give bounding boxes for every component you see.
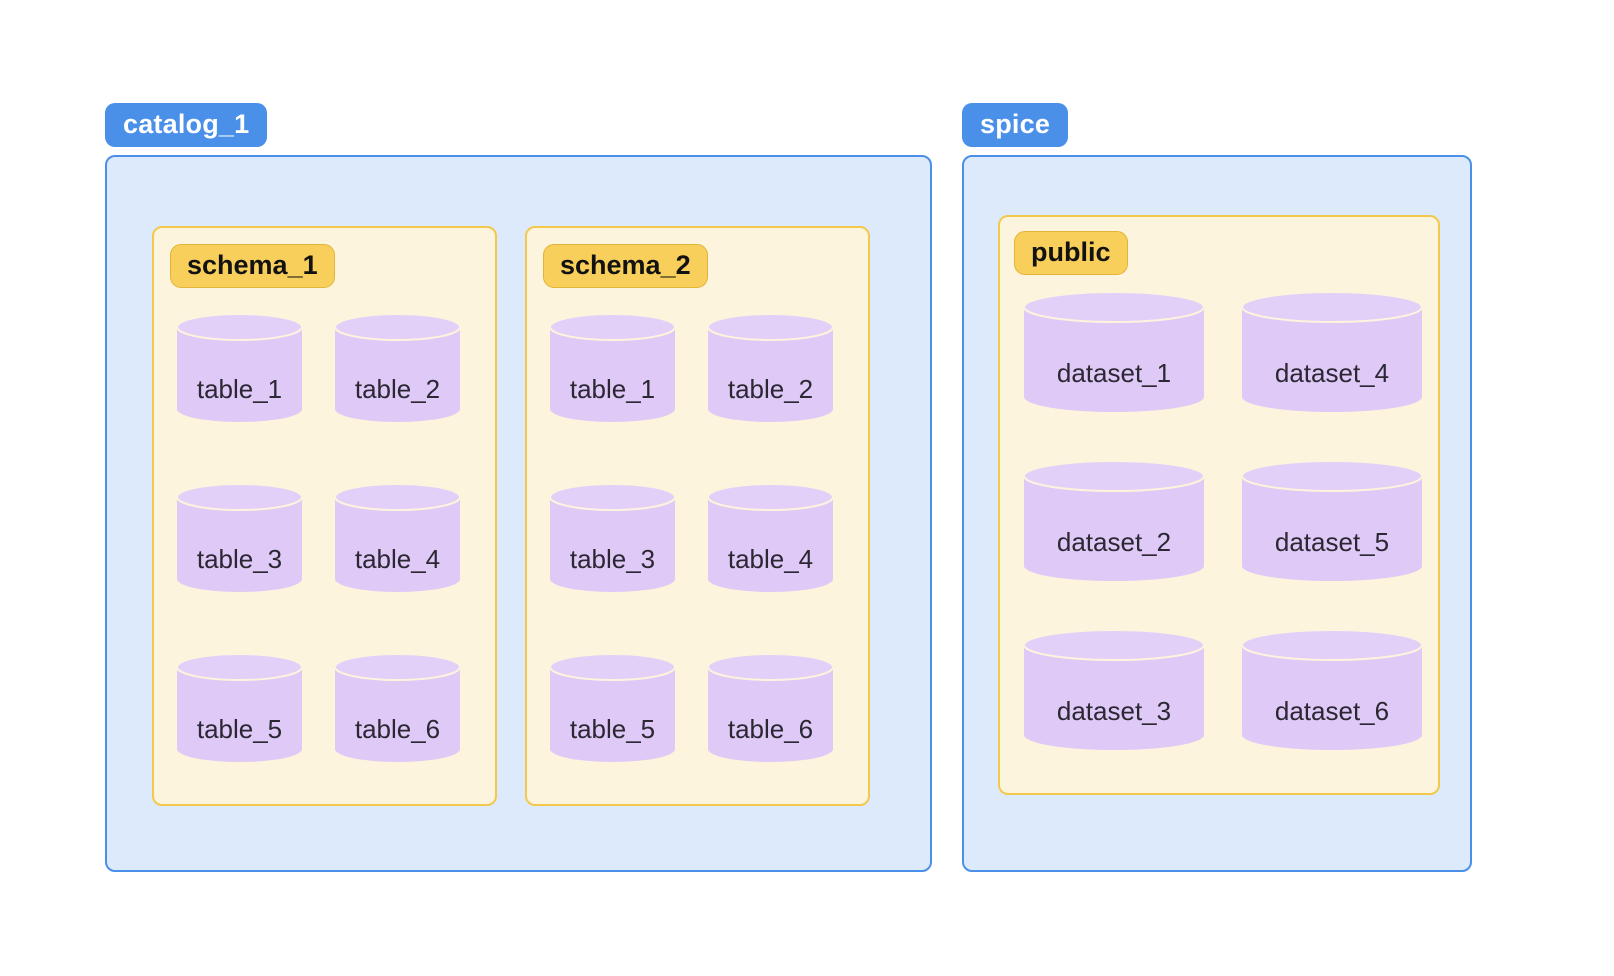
cylinder-shape-icon — [1241, 291, 1423, 412]
schema-badge[interactable]: public — [1014, 231, 1128, 276]
cylinder-shape-icon — [176, 653, 303, 762]
cylinder-shape-icon — [549, 313, 676, 422]
database-cylinder[interactable]: dataset_1 — [1023, 291, 1205, 412]
database-cylinder[interactable]: table_5 — [549, 653, 676, 762]
cylinder-shape-icon — [549, 483, 676, 592]
database-cylinder[interactable]: table_4 — [334, 483, 461, 592]
cylinder-shape-icon — [1023, 291, 1205, 412]
cylinder-shape-icon — [334, 653, 461, 762]
database-cylinder[interactable]: table_5 — [176, 653, 303, 762]
cylinder-shape-icon — [176, 483, 303, 592]
cylinder-shape-icon — [176, 313, 303, 422]
database-cylinder[interactable]: table_2 — [707, 313, 834, 422]
database-cylinder[interactable]: table_1 — [549, 313, 676, 422]
database-cylinder[interactable]: dataset_6 — [1241, 629, 1423, 750]
catalog-badge[interactable]: spice — [962, 103, 1069, 148]
database-cylinder[interactable]: table_2 — [334, 313, 461, 422]
database-cylinder[interactable]: table_6 — [707, 653, 834, 762]
cylinder-shape-icon — [707, 483, 834, 592]
database-cylinder[interactable]: table_4 — [707, 483, 834, 592]
database-cylinder[interactable]: dataset_2 — [1023, 460, 1205, 581]
cylinder-shape-icon — [707, 313, 834, 422]
database-cylinder[interactable]: table_1 — [176, 313, 303, 422]
database-cylinder[interactable]: dataset_4 — [1241, 291, 1423, 412]
cylinder-shape-icon — [549, 653, 676, 762]
cylinder-shape-icon — [707, 653, 834, 762]
cylinder-shape-icon — [1241, 460, 1423, 581]
database-cylinder[interactable]: dataset_5 — [1241, 460, 1423, 581]
catalog-badge[interactable]: catalog_1 — [105, 103, 268, 148]
cylinder-shape-icon — [1023, 460, 1205, 581]
cylinder-shape-icon — [1023, 629, 1205, 750]
database-cylinder[interactable]: table_3 — [549, 483, 676, 592]
schema-badge[interactable]: schema_1 — [170, 244, 335, 289]
schema-badge[interactable]: schema_2 — [543, 244, 708, 289]
database-cylinder[interactable]: table_3 — [176, 483, 303, 592]
cylinder-shape-icon — [334, 483, 461, 592]
cylinder-shape-icon — [334, 313, 461, 422]
database-cylinder[interactable]: table_6 — [334, 653, 461, 762]
cylinder-shape-icon — [1241, 629, 1423, 750]
database-cylinder[interactable]: dataset_3 — [1023, 629, 1205, 750]
